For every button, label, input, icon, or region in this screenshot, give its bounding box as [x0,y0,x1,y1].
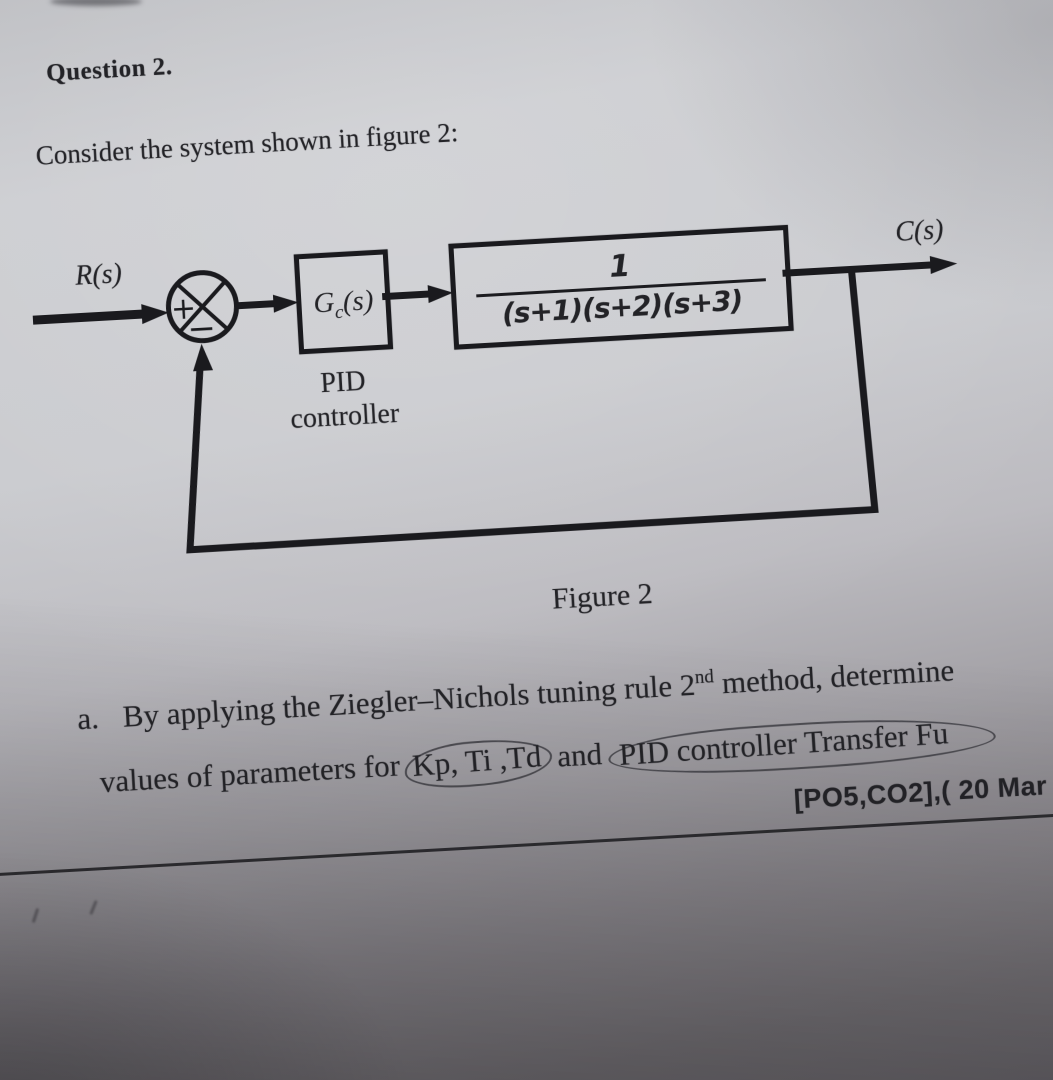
output-signal-label: C(s) [894,214,945,248]
feedback-arrowhead-icon [193,343,214,372]
feedback-loop-line [186,269,879,554]
input-arrowhead-icon [141,304,169,325]
summing-junction-circle [165,270,239,344]
output-signal-line [782,261,934,277]
controller-gain-symbol: G [312,285,336,319]
input-signal-label: R(s) [74,258,123,292]
error-signal-line [238,299,279,310]
question-a-superscript: nd [694,666,715,689]
controller-output-line [381,290,433,301]
question-a-text-4: and [548,735,611,774]
output-arrowhead-icon [929,256,958,274]
arrowhead-icon [272,294,299,313]
summing-cross-line [179,281,226,333]
sum-minus-sign: − [186,308,217,350]
plant-block: 1 (s+1)(s+2)(s+3) [448,224,794,350]
sum-plus-sign: + [170,291,197,327]
controller-block: Gc(s) [293,249,394,355]
controller-gain-label: Gc(s) [312,283,375,323]
photo-smudge [50,0,142,6]
question-a-item-label: a. [76,700,100,737]
input-signal-line [32,309,148,325]
arrowhead-icon [427,285,454,304]
controller-gain-argument: (s) [341,283,375,318]
controller-caption: PID controller [256,361,432,438]
